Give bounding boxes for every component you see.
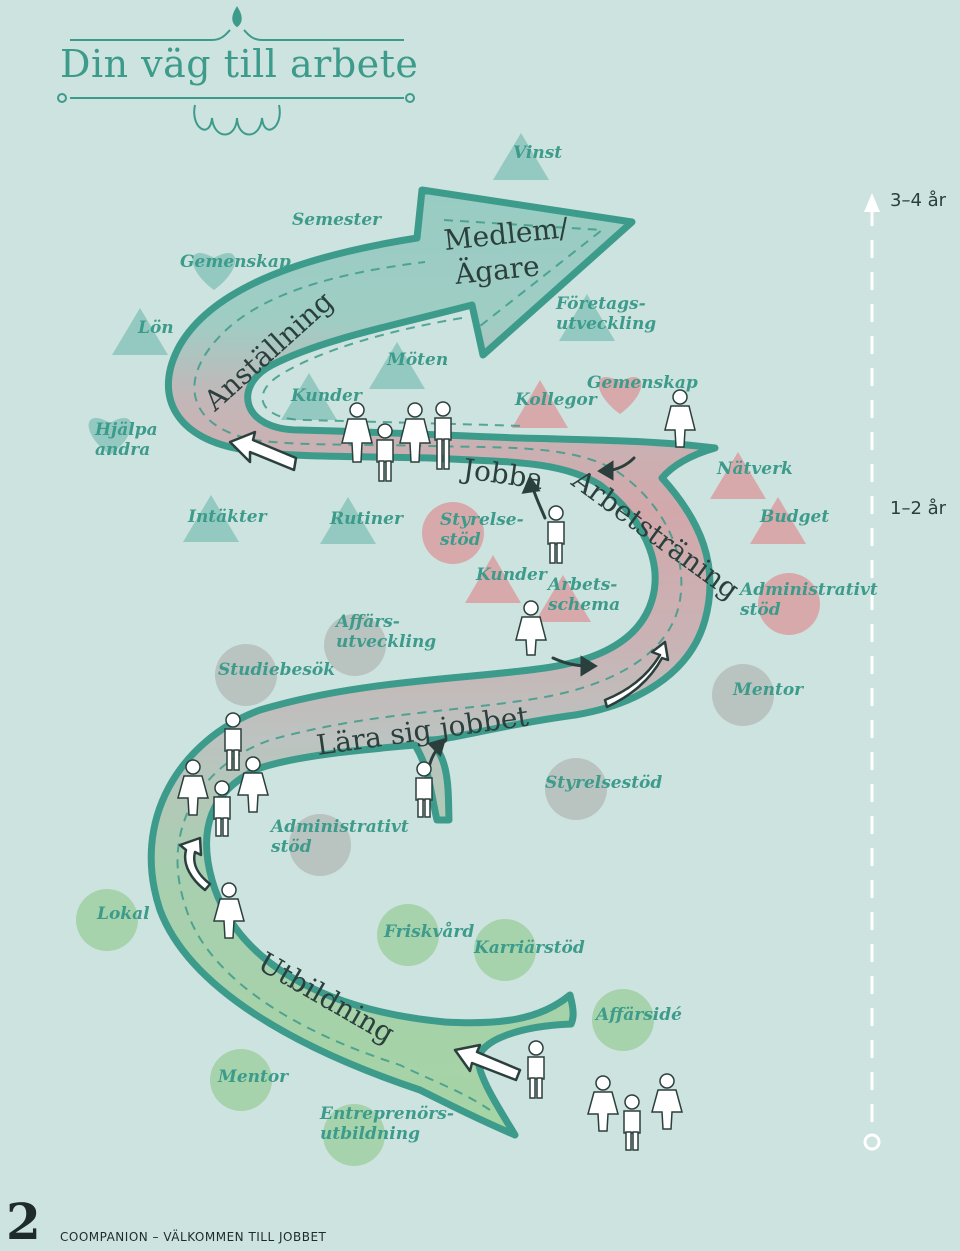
marker-administrativt-stod-left: Administrativt stöd xyxy=(271,817,409,857)
marker-friskvard: Friskvård xyxy=(384,922,475,942)
marker-studiebesok: Studiebesök xyxy=(218,660,336,680)
person-icon xyxy=(399,402,431,463)
person-icon xyxy=(547,505,565,564)
marker-hjalpa-andra: Hjälpa andra xyxy=(95,420,158,460)
marker-budget: Budget xyxy=(760,507,830,527)
marker-natverk: Nätverk xyxy=(717,459,793,479)
marker-lon: Lön xyxy=(138,318,174,338)
page-number: 2 xyxy=(6,1192,41,1251)
marker-lokal: Lokal xyxy=(97,904,150,924)
person-icon xyxy=(177,759,209,816)
marker-foretagsutveckling: Företags- utveckling xyxy=(556,294,657,334)
arrow-up-icon xyxy=(864,193,880,212)
marker-arbetsschema: Arbets- schema xyxy=(548,575,621,615)
person-icon xyxy=(213,780,231,837)
page-title: Din väg till arbete xyxy=(60,42,419,86)
arrow-icon xyxy=(228,430,298,472)
person-icon xyxy=(623,1094,641,1151)
marker-affarside: Affärsidé xyxy=(596,1005,682,1025)
person-icon xyxy=(213,882,245,939)
person-icon xyxy=(415,761,433,818)
marker-mentor-left: Mentor xyxy=(218,1067,289,1087)
arrow-icon xyxy=(453,1043,522,1082)
marker-administrativt-stod-right: Administrativt stöd xyxy=(740,580,878,620)
arrow-icon xyxy=(603,640,670,709)
person-icon xyxy=(664,389,696,448)
person-icon xyxy=(434,401,452,470)
person-icon xyxy=(376,423,394,482)
marker-kollegor: Kollegor xyxy=(515,390,597,410)
marker-styrelsestod-lower: Styrelsestöd xyxy=(545,773,663,793)
marker-mentor-right: Mentor xyxy=(733,680,804,700)
person-icon xyxy=(515,600,547,656)
marker-vinst: Vinst xyxy=(513,143,563,163)
marker-semester: Semester xyxy=(292,210,382,230)
person-icon xyxy=(587,1075,619,1132)
direction-arrows xyxy=(178,430,670,1082)
marker-kunder-upper: Kunder xyxy=(291,386,362,406)
marker-intakter: Intäkter xyxy=(188,507,267,527)
timeline-label-top: 3–4 år xyxy=(890,190,947,211)
marker-rutiner: Rutiner xyxy=(330,509,403,529)
marker-moten: Möten xyxy=(387,350,449,370)
dark-arrows xyxy=(426,456,636,774)
marker-affarsutveckling: Affärs- utveckling xyxy=(336,612,437,652)
timeline xyxy=(863,193,881,1151)
people xyxy=(177,389,696,1151)
marker-gemenskap-mid: Gemenskap xyxy=(587,373,698,393)
marker-kunder-lower: Kunder xyxy=(476,565,547,585)
title-ornament xyxy=(57,6,415,136)
person-icon xyxy=(527,1040,545,1099)
footer-text: COOMPANION – VÄLKOMMEN TILL JOBBET xyxy=(60,1230,327,1244)
arrow-icon xyxy=(178,836,212,892)
person-icon xyxy=(237,756,269,813)
person-icon xyxy=(224,712,242,771)
marker-entreprenorsutbildning: Entreprenörs- utbildning xyxy=(320,1104,454,1144)
marker-karriarstod: Karriärstöd xyxy=(474,938,585,958)
markers xyxy=(76,133,820,1166)
person-icon xyxy=(651,1073,683,1130)
marker-styrelsestod-upper: Styrelse- stöd xyxy=(440,510,524,550)
marker-gemenskap-top: Gemenskap xyxy=(180,252,291,272)
timeline-label-middle: 1–2 år xyxy=(890,498,947,519)
person-icon xyxy=(341,402,373,463)
